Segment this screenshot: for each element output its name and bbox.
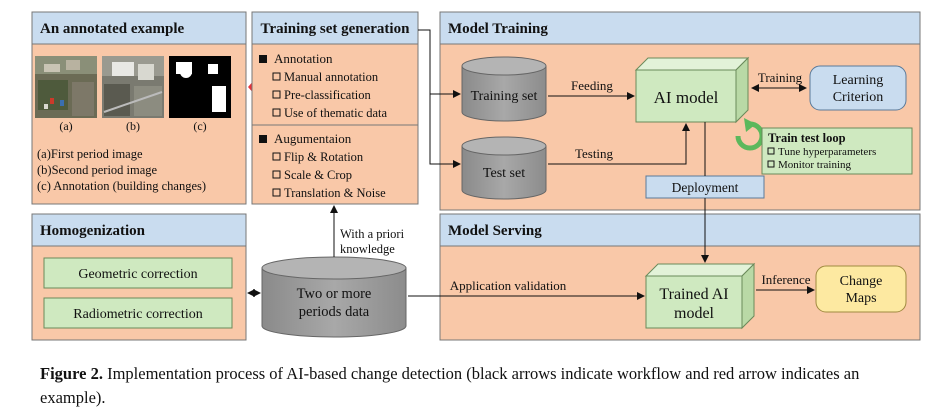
training-set-label: Training set — [471, 89, 538, 104]
model-training-header — [439, 11, 921, 45]
model-training-title: Model Training — [448, 21, 548, 37]
periods-data-cylinder: Two or more periods data — [261, 256, 407, 338]
figure-caption-label: Figure 2. — [40, 364, 103, 383]
prior-knowledge-line2: knowledge — [340, 242, 395, 256]
augment-item-scale: Scale & Crop — [284, 168, 352, 182]
train-test-loop-box: Train test loop Tune hyperparameters Mon… — [761, 127, 913, 175]
radiometric-correction-box — [43, 297, 233, 329]
checkbox-icon — [272, 108, 281, 117]
test-set-label: Test set — [483, 166, 525, 181]
annotation-item-preclass: Pre-classification — [284, 88, 372, 102]
checkbox-icon — [272, 152, 281, 161]
checkbox-icon — [767, 147, 775, 155]
inference-label: Inference — [761, 272, 810, 287]
annotation-heading: Annotation — [274, 51, 333, 66]
training-set-generation-header — [251, 11, 419, 45]
deployment-label: Deployment — [672, 180, 739, 195]
testing-label: Testing — [575, 146, 614, 161]
annotated-example-panel: An annotated example — [31, 11, 247, 205]
radiometric-correction-label: Radiometric correction — [73, 307, 202, 322]
ai-model-box: AI model — [634, 56, 750, 124]
figure-caption: Figure 2. Implementation process of AI-b… — [40, 362, 920, 410]
legend-first-period: (a)First period image — [37, 147, 143, 161]
model-serving-title: Model Serving — [448, 223, 542, 239]
arrow-testing — [548, 123, 690, 165]
training-set-generation-title: Training set generation — [261, 21, 411, 37]
loop-item-tune: Tune hyperparameters — [778, 146, 876, 158]
geometric-correction-label: Geometric correction — [78, 267, 197, 282]
training-set-cylinder: Training set — [461, 56, 547, 122]
arrow-generation-to-training-set — [418, 29, 461, 98]
checkbox-icon — [272, 72, 281, 81]
bullet-square-icon — [259, 55, 267, 63]
training-label: Training — [758, 70, 803, 85]
deployment-box: Deployment — [645, 175, 765, 199]
trained-ai-model-box: Trained AI model — [644, 262, 756, 330]
legend-second-period: (b)Second period image — [37, 163, 158, 177]
annotation-item-thematic: Use of thematic data — [284, 106, 388, 120]
image-label-c: (c) — [193, 119, 206, 133]
homogenization-title: Homogenization — [40, 223, 146, 239]
change-maps-line2: Maps — [845, 291, 876, 306]
second-period-image — [102, 56, 164, 118]
application-validation-label: Application validation — [450, 278, 567, 293]
legend-annotation: (c) Annotation (building changes) — [37, 179, 206, 193]
loop-arrow-icon — [735, 118, 765, 151]
augment-item-translation: Translation & Noise — [284, 186, 386, 200]
homogenization-panel: Homogenization Geometric correction Radi… — [31, 213, 247, 341]
annotation-mask-image — [169, 56, 231, 118]
augmentation-heading: Augumentaion — [274, 131, 352, 146]
trained-ai-model-line2: model — [674, 305, 715, 322]
feeding-label: Feeding — [571, 78, 613, 93]
trained-ai-model-line1: Trained AI — [659, 286, 728, 303]
annotated-example-title: An annotated example — [40, 21, 185, 37]
workflow-diagram: An annotated example — [31, 11, 921, 341]
workflow-arrows — [247, 29, 815, 300]
prior-knowledge-line1: With a priori — [340, 227, 405, 241]
change-maps-box: Change Maps — [815, 265, 907, 313]
test-set-cylinder: Test set — [461, 136, 547, 200]
learning-criterion-line1: Learning — [833, 73, 884, 88]
annotated-example-header — [31, 11, 247, 45]
checkbox-icon — [272, 170, 281, 179]
arrow-generation-to-test-set — [429, 94, 461, 168]
learning-criterion-box: Learning Criterion — [809, 65, 907, 111]
annotation-item-manual: Manual annotation — [284, 70, 379, 84]
periods-data-line1: Two or more — [297, 286, 372, 302]
checkbox-icon — [272, 188, 281, 197]
checkbox-icon — [767, 160, 775, 168]
figure-caption-text: Implementation process of AI-based chang… — [40, 364, 860, 407]
first-period-image — [35, 56, 97, 118]
augment-item-flip: Flip & Rotation — [284, 150, 364, 164]
checkbox-icon — [272, 90, 281, 99]
image-label-b: (b) — [126, 119, 140, 133]
image-label-a: (a) — [59, 119, 72, 133]
change-maps-line1: Change — [840, 274, 883, 289]
periods-data-line2: periods data — [299, 304, 370, 320]
geometric-correction-box — [43, 257, 233, 289]
ai-model-label: AI model — [654, 88, 719, 107]
model-serving-header — [439, 213, 921, 247]
train-test-loop-title: Train test loop — [768, 131, 846, 145]
bullet-square-icon — [259, 135, 267, 143]
loop-item-monitor: Monitor training — [778, 159, 852, 171]
learning-criterion-line2: Criterion — [833, 90, 884, 105]
training-set-generation-panel: Training set generation Annotation Manua… — [251, 11, 419, 205]
homogenization-header — [31, 213, 247, 247]
